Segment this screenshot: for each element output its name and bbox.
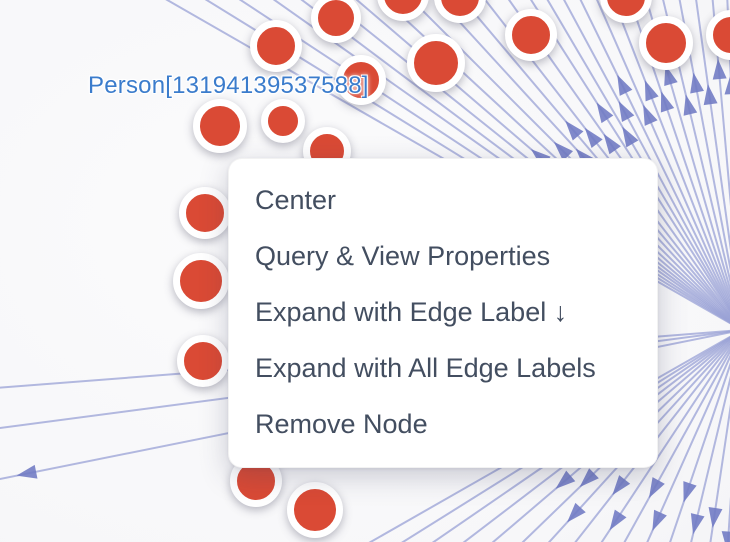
graph-edge[interactable]: [582, 330, 730, 542]
graph-node[interactable]: [193, 99, 247, 153]
edge-arrowhead-icon: [622, 126, 639, 148]
graph-edge[interactable]: [692, 0, 730, 330]
edge-arrowhead-icon: [612, 475, 631, 496]
edge-arrowhead-icon: [708, 507, 723, 528]
edge-arrowhead-icon: [617, 74, 633, 96]
edge-arrowhead-icon: [683, 481, 697, 503]
graph-edge[interactable]: [292, 0, 730, 330]
edge-arrowhead-icon: [648, 477, 665, 498]
graph-node[interactable]: [311, 0, 361, 43]
edge-arrowhead-icon: [584, 127, 603, 149]
edge-arrowhead-icon: [565, 120, 584, 141]
graph-node[interactable]: [177, 335, 229, 387]
edge-arrowhead-icon: [596, 102, 614, 124]
graph-node[interactable]: [505, 9, 557, 61]
graph-node[interactable]: [407, 34, 465, 92]
graph-edge[interactable]: [608, 330, 730, 542]
edge-arrowhead-icon: [553, 141, 574, 162]
graph-edge[interactable]: [548, 0, 730, 330]
graph-edge[interactable]: [352, 0, 730, 330]
edge-arrowhead-icon: [721, 531, 730, 542]
edge-arrowhead-icon: [664, 64, 678, 86]
edge-arrowhead-icon: [603, 133, 621, 155]
edge-arrowhead-icon: [555, 470, 576, 489]
edge-arrowhead-icon: [703, 84, 718, 106]
graph-node[interactable]: [639, 16, 693, 70]
graph-edge[interactable]: [706, 330, 730, 542]
edge-arrowhead-icon: [712, 59, 727, 80]
edge-arrowhead-icon: [690, 513, 705, 535]
graph-node[interactable]: [261, 99, 305, 143]
node-tooltip-label: Person[13194139537588]: [88, 72, 369, 99]
menu-item-query-view-properties[interactable]: Query & View Properties: [255, 241, 551, 271]
edge-arrowhead-icon: [16, 464, 38, 479]
graph-edge[interactable]: [584, 0, 730, 330]
edge-arrowhead-icon: [618, 101, 635, 123]
edge-arrowhead-icon: [609, 509, 627, 531]
edge-arrowhead-icon: [644, 80, 659, 102]
edge-arrowhead-icon: [660, 91, 675, 113]
graph-edge[interactable]: [620, 0, 730, 330]
graph-edge[interactable]: [530, 0, 730, 330]
menu-item-remove-node[interactable]: Remove Node: [255, 409, 428, 439]
edge-arrowhead-icon: [652, 509, 667, 531]
graph-edge[interactable]: [634, 330, 730, 542]
graph-edge[interactable]: [602, 0, 730, 330]
graph-node[interactable]: [250, 20, 302, 72]
edge-arrowhead-icon: [567, 502, 586, 523]
graph-edge[interactable]: [438, 0, 730, 330]
edge-arrowhead-icon: [690, 72, 704, 94]
edge-arrowhead-icon: [643, 104, 658, 126]
edge-arrowhead-icon: [683, 94, 698, 116]
edge-arrowhead-icon: [724, 76, 730, 95]
menu-item-expand-with-all-edge-labels[interactable]: Expand with All Edge Labels: [255, 353, 596, 383]
graph-node[interactable]: [287, 482, 343, 538]
graph-node[interactable]: [336, 55, 386, 105]
menu-item-center[interactable]: Center: [255, 185, 337, 215]
edge-arrowhead-icon: [579, 468, 599, 488]
graph-edge[interactable]: [566, 0, 730, 330]
graph-node[interactable]: [173, 253, 229, 309]
menu-item-expand-with-edge-label[interactable]: Expand with Edge Label ↓: [255, 297, 568, 327]
graph-edge[interactable]: [660, 330, 730, 542]
graph-node[interactable]: [179, 187, 231, 239]
